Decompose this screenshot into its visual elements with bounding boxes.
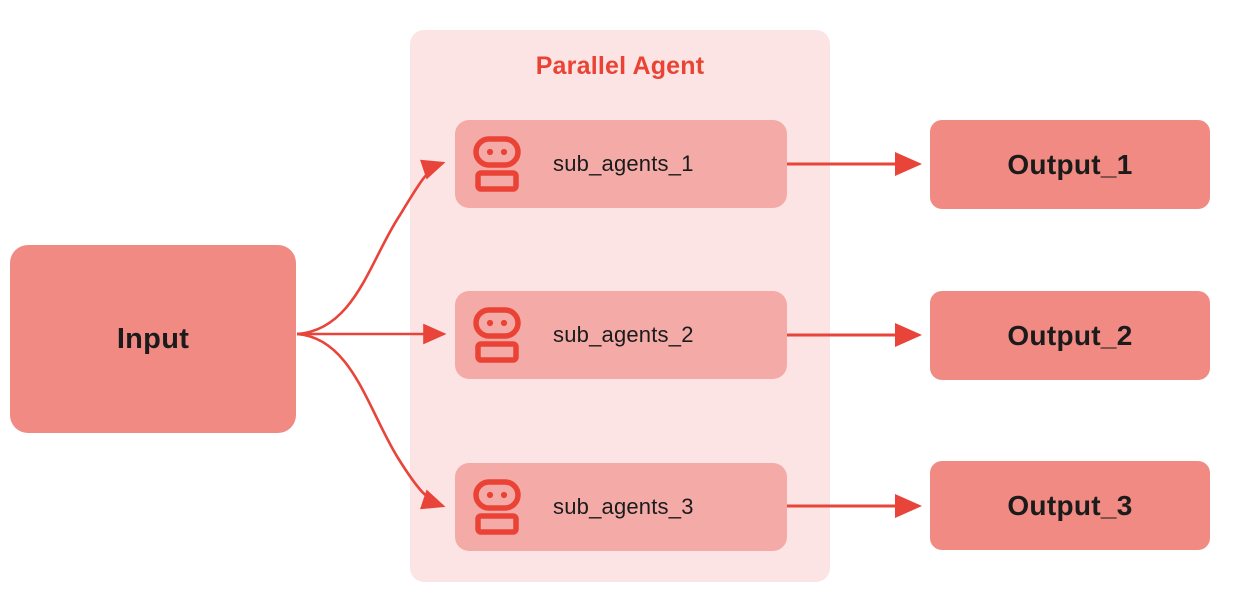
output-node-1[interactable]: Output_1 — [930, 120, 1210, 209]
input-node-label: Input — [116, 322, 190, 355]
parallel-agent-title: Parallel Agent — [535, 52, 705, 80]
robot-icon — [473, 136, 521, 192]
output-label-3: Output_3 — [1007, 489, 1133, 521]
output-node-3[interactable]: Output_3 — [930, 461, 1210, 550]
subagent-label-1: sub_agents_1 — [553, 151, 694, 176]
robot-icon — [473, 479, 521, 535]
subagent-node-2[interactable]: sub_agents_2 — [455, 291, 787, 379]
output-node-2[interactable]: Output_2 — [930, 291, 1210, 380]
subagent-label-3: sub_agents_3 — [553, 494, 694, 519]
output-label-2: Output_2 — [1007, 319, 1133, 351]
subagent-node-1[interactable]: sub_agents_1 — [455, 120, 787, 208]
output-label-1: Output_1 — [1007, 148, 1133, 180]
input-node[interactable]: Input — [10, 245, 296, 433]
subagent-label-2: sub_agents_2 — [553, 322, 694, 347]
robot-icon — [473, 307, 521, 363]
subagent-node-3[interactable]: sub_agents_3 — [455, 463, 787, 551]
